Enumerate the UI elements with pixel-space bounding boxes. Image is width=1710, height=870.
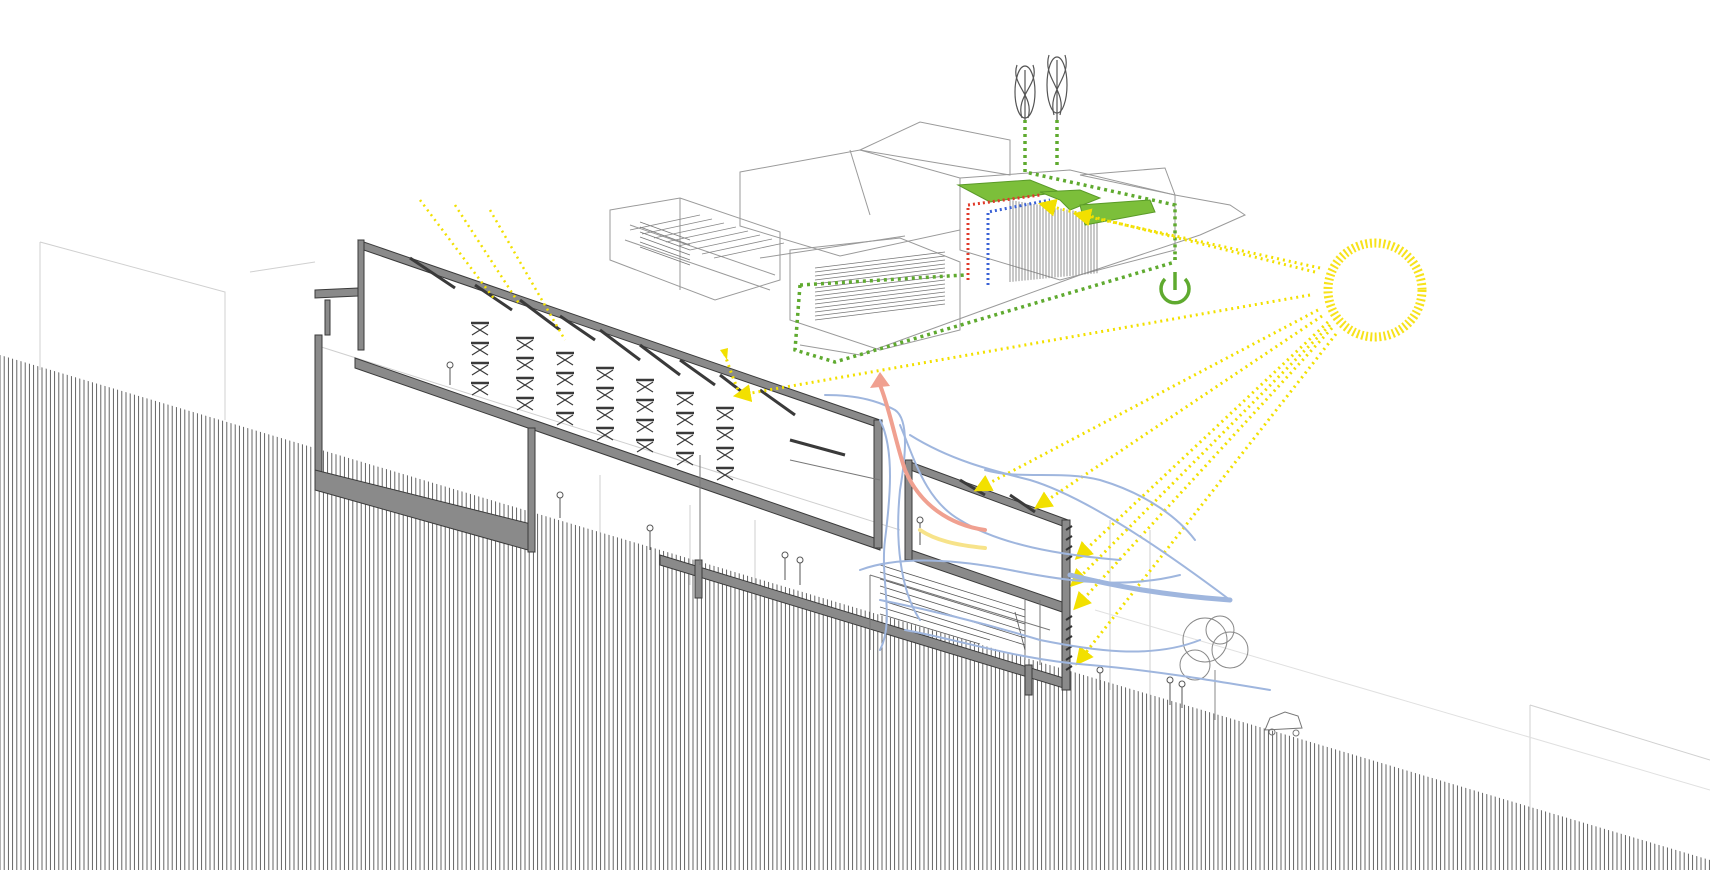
energy-loop (793, 120, 1177, 364)
skylight-rays (419, 199, 567, 341)
power-symbol-icon (1159, 272, 1191, 305)
wind-flow (824, 394, 1271, 691)
stack-vent-arrow (720, 348, 742, 396)
car-icon (1264, 711, 1303, 737)
warm-air-flow (870, 372, 987, 550)
green-roof (956, 179, 1156, 226)
wind-flow-strong (1067, 572, 1233, 603)
sun-rays (732, 198, 1338, 666)
heating-cooling-pipes (966, 193, 1051, 285)
iso-louvres (639, 200, 1098, 321)
hanging-fixtures (471, 321, 734, 481)
sun-icon (1323, 238, 1427, 342)
person-icon (446, 361, 1186, 708)
isometric-building (609, 121, 1247, 356)
tree-icon (1179, 615, 1249, 720)
iso-steps (629, 214, 785, 259)
context-buildings (39, 241, 1710, 820)
skylight-baffles (409, 256, 1036, 514)
building-section (314, 239, 1073, 696)
wind-turbine-icon (1014, 54, 1068, 120)
